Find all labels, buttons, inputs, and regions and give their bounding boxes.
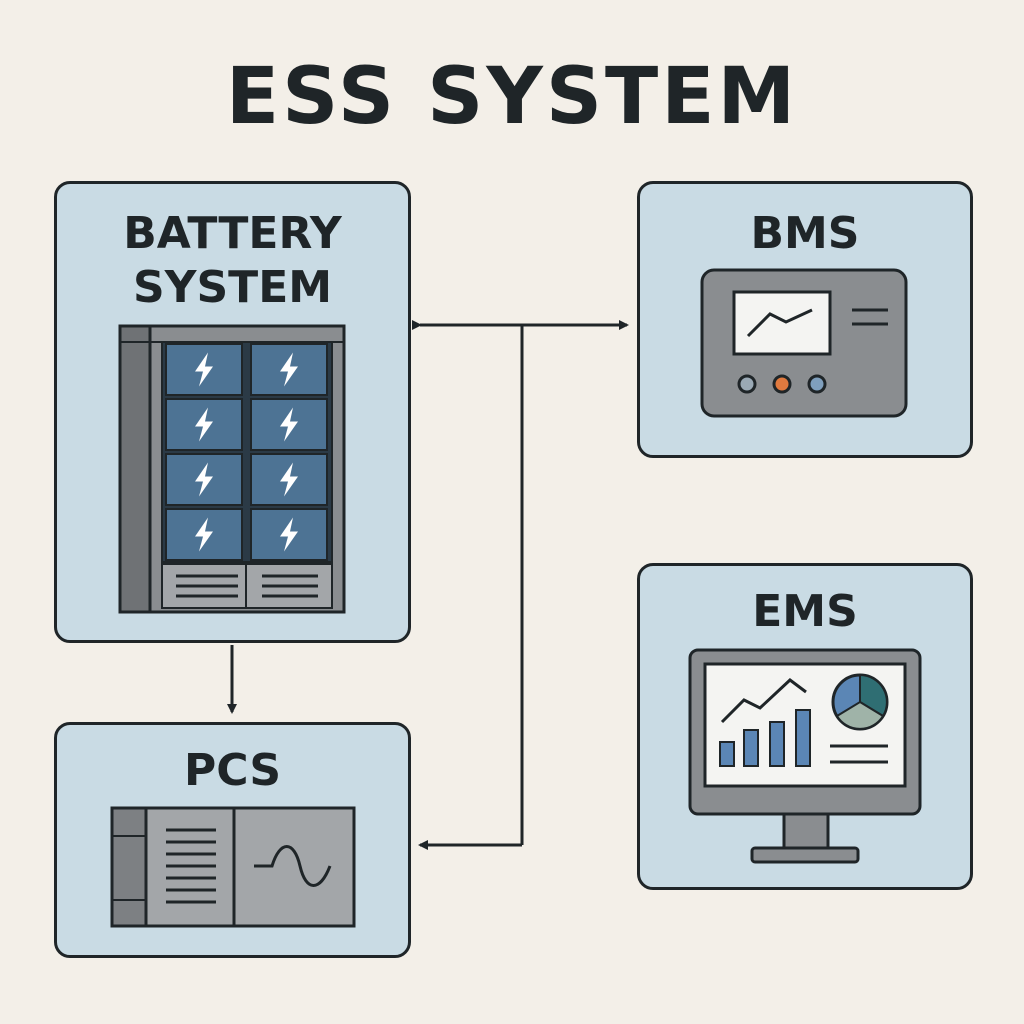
- battery-cell: [250, 453, 328, 506]
- lightning-icon: [280, 352, 298, 387]
- pie-chart-icon: [831, 673, 889, 731]
- lightning-icon: [195, 462, 213, 497]
- rack-vent-lines: [176, 574, 318, 598]
- diagram-title: ESS SYSTEM: [225, 52, 799, 142]
- lightning-icon: [195, 407, 213, 442]
- line-chart-icon: [720, 678, 807, 724]
- lightning-icon: [280, 517, 298, 552]
- ems-monitor-icon: [688, 648, 922, 864]
- status-led-icon: [737, 374, 757, 394]
- line-chart-icon: [746, 308, 813, 338]
- lightning-icon: [195, 517, 213, 552]
- bar-chart-icon: [719, 709, 811, 767]
- status-led-icon: [807, 374, 827, 394]
- battery-label-line1: BATTERY: [123, 208, 342, 259]
- status-led-icon: [772, 374, 792, 394]
- bms-label: BMS: [750, 208, 860, 259]
- sine-wave-icon: [254, 845, 332, 887]
- pcs-label: PCS: [183, 745, 282, 796]
- lightning-icon: [280, 407, 298, 442]
- ems-label: EMS: [752, 586, 858, 637]
- lightning-icon: [195, 352, 213, 387]
- battery-cells: [165, 343, 328, 561]
- pcs-inverter-icon: [110, 806, 356, 928]
- bms-controller-icon: [700, 268, 908, 418]
- battery-cell: [165, 343, 243, 396]
- lightning-icon: [280, 462, 298, 497]
- battery-label-line2: SYSTEM: [132, 262, 333, 313]
